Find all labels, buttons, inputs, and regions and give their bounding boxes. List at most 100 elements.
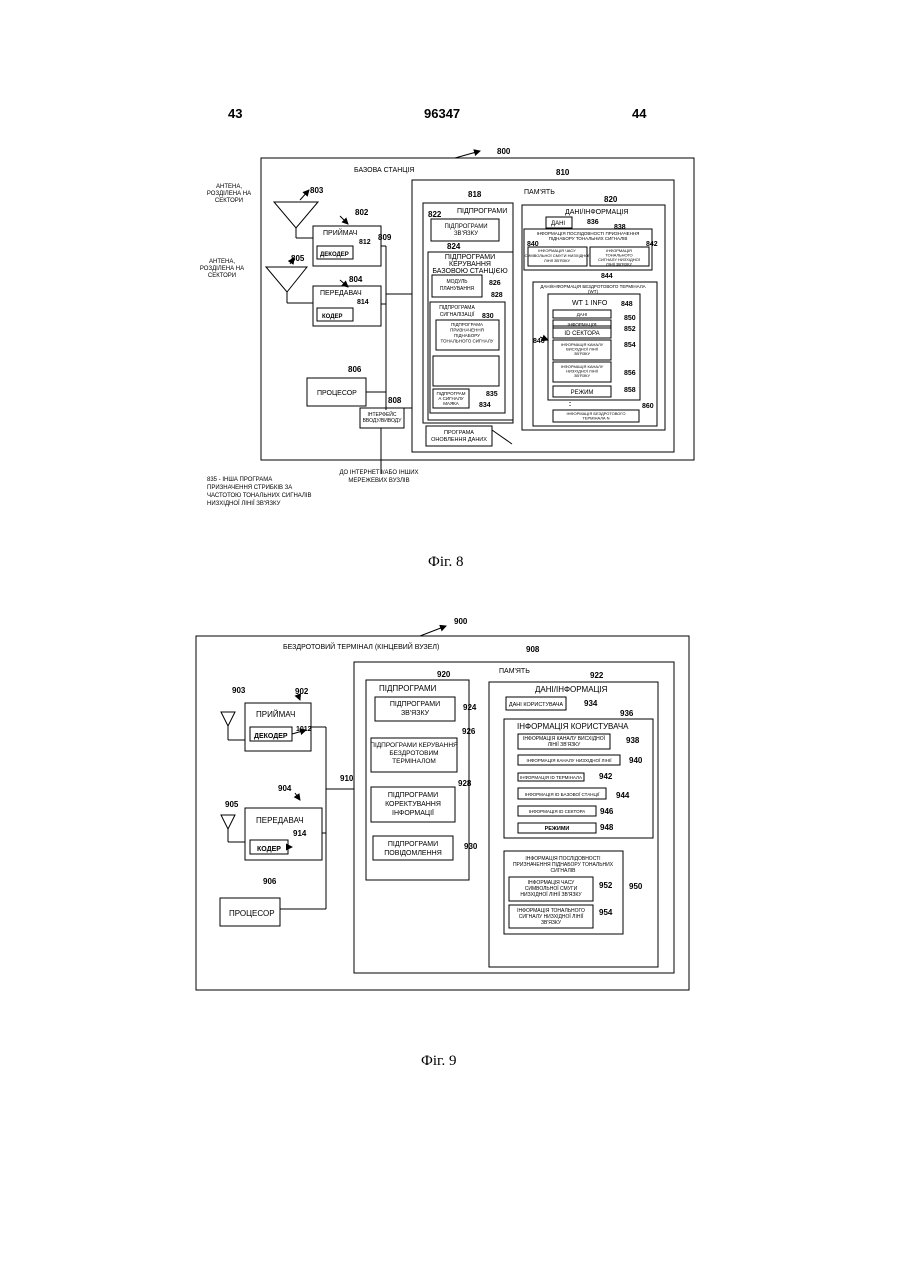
transmitter-label: ПЕРЕДАВАЧ (320, 290, 362, 297)
ref-942: 942 (599, 772, 613, 781)
ref-936: 936 (620, 709, 634, 718)
sector-id-label: ID СЕКТОРА (564, 331, 599, 337)
ref-803: 803 (310, 186, 324, 195)
ref-856: 856 (624, 370, 636, 377)
ref-840: 840 (527, 241, 539, 248)
scheduler-label: МОДУЛЬПЛАНУВАННЯ (440, 279, 475, 292)
uplink-label: ІНФОРМАЦІЯ КАНАЛУ ВИСХІДНОЇЛІНІЇ ЗВ'ЯЗКУ (523, 735, 606, 748)
antenna-label-1: АНТЕНА,РОЗДІЛЕНА НАСЕКТОРИ (207, 184, 251, 204)
antenna-icon (221, 815, 235, 829)
symbol-time-label: ІНФОРМАЦІЯ ЧАСУСИМВОЛЬНОЇ СМУГИНИЗХІДНОЇ… (520, 880, 582, 898)
wt-data-label: ДАНІ/ІНФОРМАЦІЯ БЕЗДРОТОВОГО ТЕРМІНАЛА(W… (540, 284, 645, 294)
ref-818: 818 (468, 190, 482, 199)
figure-8-caption: Фіг. 8 (428, 554, 463, 571)
user-info-label: ІНФОРМАЦІЯ КОРИСТУВАЧА (517, 722, 629, 731)
data-848-label: ДАНІ (577, 312, 588, 317)
antenna-label-2: АНТЕНА,РОЗДІЛЕНА НАСЕКТОРИ (200, 259, 244, 279)
modes-label: РЕЖИМИ (545, 826, 570, 832)
ref-952: 952 (599, 881, 613, 890)
ref-954: 954 (599, 908, 613, 917)
ref-834: 834 (479, 402, 491, 409)
decoder-label: ДЕКОДЕР (254, 733, 288, 740)
subprograms-label: ПІДПРОГРАМИ (457, 208, 507, 215)
seq-info-label: ІНФОРМАЦІЯ ПОСЛІДОВНОСТІ ПРИЗНАЧЕННЯПІДН… (537, 231, 640, 241)
ref-838: 838 (614, 224, 626, 231)
processor-label: ПРОЦЕСОР (317, 390, 357, 397)
beacon-label: ПІДПРОГРАМА СИГНАЛУМАЯКА (436, 391, 465, 406)
ref-808: 808 (388, 396, 402, 405)
ref-824: 824 (447, 242, 461, 251)
messages-label: ПІДПРОГРАМИПОВІДОМЛЕННЯ (384, 841, 442, 857)
ref-926: 926 (462, 727, 476, 736)
ref-860: 860 (642, 403, 654, 410)
decoder-label: ДЕКОДЕР (320, 252, 349, 258)
terminal-label: БЕЗДРОТОВИЙ ТЕРМІНАЛ (КІНЦЕВИЙ ВУЗЕЛ) (283, 642, 439, 651)
ref-928: 928 (458, 779, 472, 788)
update-program-label: ПРОГРАМАОНОВЛЕННЯ ДАНИХ (431, 430, 487, 443)
comm-subprograms-label: ПІДПРОГРАМИЗВ'ЯЗКУ (444, 224, 487, 237)
ref-854: 854 (624, 342, 636, 349)
ref-946: 946 (600, 807, 614, 816)
ref-914: 914 (293, 829, 307, 838)
wt-n-label: ІНФОРМАЦІЯ БЕЗДРОТОВОГОТЕРМІНАЛА N (567, 411, 626, 421)
receiver-label: ПРИЙМАЧ (323, 228, 358, 237)
io-interface-label: ІНТЕРФЕЙСВВОДУ/ВИВОДУ (363, 410, 403, 424)
ref-904: 904 (278, 784, 292, 793)
comm-subprograms-box (431, 219, 499, 241)
info-842-label: ІНФОРМАЦІЯТОНАЛЬНОГОСИГНАЛУ НИЗХІДНОЇЛІН… (598, 248, 641, 267)
ref-948: 948 (600, 823, 614, 832)
antenna-icon (221, 712, 235, 726)
ref-924: 924 (463, 703, 477, 712)
correction-label: ПІДПРОГРАМИКОРЕКТУВАННЯІНФОРМАЦІЇ (385, 792, 441, 817)
ref-842: 842 (646, 241, 658, 248)
ref-844: 844 (601, 273, 613, 280)
blank-box (433, 356, 499, 386)
comm-label: ПІДПРОГРАМИЗВ'ЯЗКУ (390, 701, 440, 717)
receiver-label: ПРИЙМАЧ (256, 710, 295, 719)
ref-814: 814 (357, 299, 369, 306)
ref-910: 910 (340, 774, 354, 783)
ref-905: 905 (225, 800, 239, 809)
data-info-label: ДАНІ/ІНФОРМАЦІЯ (565, 209, 628, 216)
ref-900: 900 (454, 617, 468, 626)
data-850-label: ІНФОРМАЦІЯ (568, 322, 597, 327)
figure-9-caption: Фіг. 9 (421, 1053, 456, 1070)
tone-subset-label: ПІДПРОГРАМАПРИЗНАЧЕННЯПІДНАБОРУТОНАЛЬНОГ… (440, 322, 493, 344)
signaling-label: ПІДПРОГРАМАСИГНАЛІЗАЦІЇ (439, 305, 475, 318)
ref-906: 906 (263, 877, 277, 886)
data-info-label: ДАНІ/ІНФОРМАЦІЯ (535, 685, 608, 694)
terminal-box (196, 636, 689, 990)
ref-940: 940 (629, 756, 643, 765)
ref-846: 846 (533, 338, 545, 345)
info-840-label: ІНФОРМАЦІЯ ЧАСУСИМВОЛЬНОЇ СМУГИ НИЗХІДНО… (525, 248, 591, 263)
ref-830: 830 (482, 313, 494, 320)
ref-828: 828 (491, 292, 503, 299)
ref-848: 848 (621, 301, 633, 308)
coder-label: КОДЕР (322, 314, 343, 320)
mode-label: РЕЖИМ (571, 390, 594, 396)
bs-control-label: ПІДПРОГРАМИКЕРУВАННЯБАЗОВОЮ СТАНЦІЄЮ (432, 254, 507, 275)
ref-800: 800 (497, 147, 511, 156)
ref-1012: 1012 (296, 726, 312, 733)
ref-802: 802 (355, 208, 369, 217)
memory-label: ПАМ'ЯТЬ (499, 668, 530, 675)
ref-852: 852 (624, 326, 636, 333)
user-data-label: ДАНІ КОРИСТУВАЧА (509, 702, 563, 708)
update-program-box (426, 426, 492, 446)
control-label: ПІДПРОГРАМИ КЕРУВАННЯБЕЗДРОТОВИМТЕРМІНАЛ… (370, 742, 458, 765)
sector-id-label: ІНФОРМАЦІЯ ID СЕКТОРА (529, 809, 586, 814)
ref-836: 836 (587, 219, 599, 226)
ref-810: 810 (556, 168, 570, 177)
ref-858: 858 (624, 387, 636, 394)
processor-label: ПРОЦЕСОР (229, 909, 275, 918)
subprograms-label: ПІДПРОГРАМИ (379, 684, 437, 693)
ref-920: 920 (437, 670, 451, 679)
ref-805: 805 (291, 254, 305, 263)
ref-812: 812 (359, 239, 371, 246)
tone-info-label: ІНФОРМАЦІЯ ТОНАЛЬНОГОСИГНАЛУ НИЗХІДНОЇ Л… (517, 908, 585, 926)
ref-922: 922 (590, 671, 604, 680)
wt1-info-label: WT 1 INFO (572, 300, 608, 307)
ref-944: 944 (616, 791, 630, 800)
ref-902: 902 (295, 687, 309, 696)
